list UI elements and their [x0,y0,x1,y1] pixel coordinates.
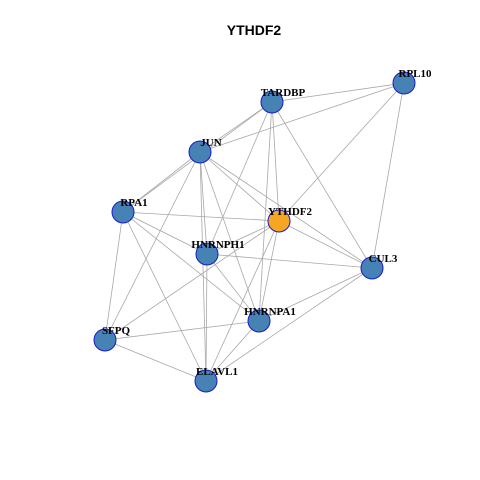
edge-tardbp-hnrnph1 [206,101,273,255]
edge-hnrnph1-cul3 [206,253,373,269]
edge-jun-elavl1 [199,151,207,382]
edge-rpl10-cul3 [371,82,405,269]
graph-title: YTHDF2 [227,22,282,38]
node-hnrnpa1[interactable] [247,309,271,333]
node-rpa1[interactable] [111,200,135,224]
edge-layer [104,82,405,382]
edge-jun-cul3 [199,151,373,269]
edge-jun-rpa1 [122,151,201,213]
edge-ythdf2-elavl1 [205,220,280,382]
edge-tardbp-cul3 [271,101,373,269]
node-tardbp[interactable] [260,90,284,114]
node-cul3[interactable] [360,256,384,280]
edge-jun-sfpq [104,151,201,341]
node-label-hnrnph1: HNRNPH1 [191,239,244,251]
node-ythdf2[interactable] [267,209,291,233]
edge-rpl10-tardbp [271,82,405,103]
edge-hnrnpa1-elavl1 [205,320,260,382]
edge-hnrnph1-elavl1 [205,253,208,382]
node-label-rpa1: RPA1 [120,197,147,209]
node-hnrnph1[interactable] [195,242,219,266]
node-label-tardbp: TARDBP [261,87,306,99]
edge-ythdf2-sfpq [104,220,280,341]
node-label-sfpq: SFPQ [102,325,131,337]
edge-rpa1-ythdf2 [122,211,280,222]
edge-sfpq-elavl1 [104,339,207,382]
node-label-rpl10: RPL10 [399,68,433,80]
edge-jun-hnrnph1 [199,151,208,255]
edge-rpl10-ythdf2 [278,82,405,222]
node-label-elavl1: ELAVL1 [196,366,238,378]
edge-rpa1-sfpq [104,211,124,341]
edge-hnrnpa1-sfpq [104,320,260,341]
node-label-jun: JUN [200,137,221,149]
node-label-cul3: CUL3 [369,253,398,265]
edge-rpl10-jun [199,82,405,153]
edge-jun-hnrnpa1 [199,151,260,322]
node-jun[interactable] [188,140,212,164]
node-layer [93,71,416,393]
node-label-hnrnpa1: HNRNPA1 [244,306,296,318]
node-elavl1[interactable] [194,369,218,393]
edge-ythdf2-cul3 [278,220,373,269]
edge-tardbp-hnrnpa1 [258,101,273,322]
node-label-ythdf2: YTHDF2 [268,206,313,218]
edge-hnrnph1-hnrnpa1 [206,253,260,322]
node-rpl10[interactable] [392,71,416,95]
edge-rpa1-hnrnpa1 [122,211,260,322]
edge-cul3-hnrnpa1 [258,267,373,322]
edge-tardbp-ythdf2 [271,101,280,222]
edge-ythdf2-hnrnph1 [206,220,280,255]
edge-tardbp-jun [199,101,273,153]
node-sfpq[interactable] [93,328,117,352]
edge-cul3-elavl1 [205,267,373,382]
edge-ythdf2-hnrnpa1 [258,220,280,322]
edge-rpa1-hnrnph1 [122,211,208,255]
edge-jun-ythdf2 [199,151,280,222]
edge-rpa1-elavl1 [122,211,207,382]
